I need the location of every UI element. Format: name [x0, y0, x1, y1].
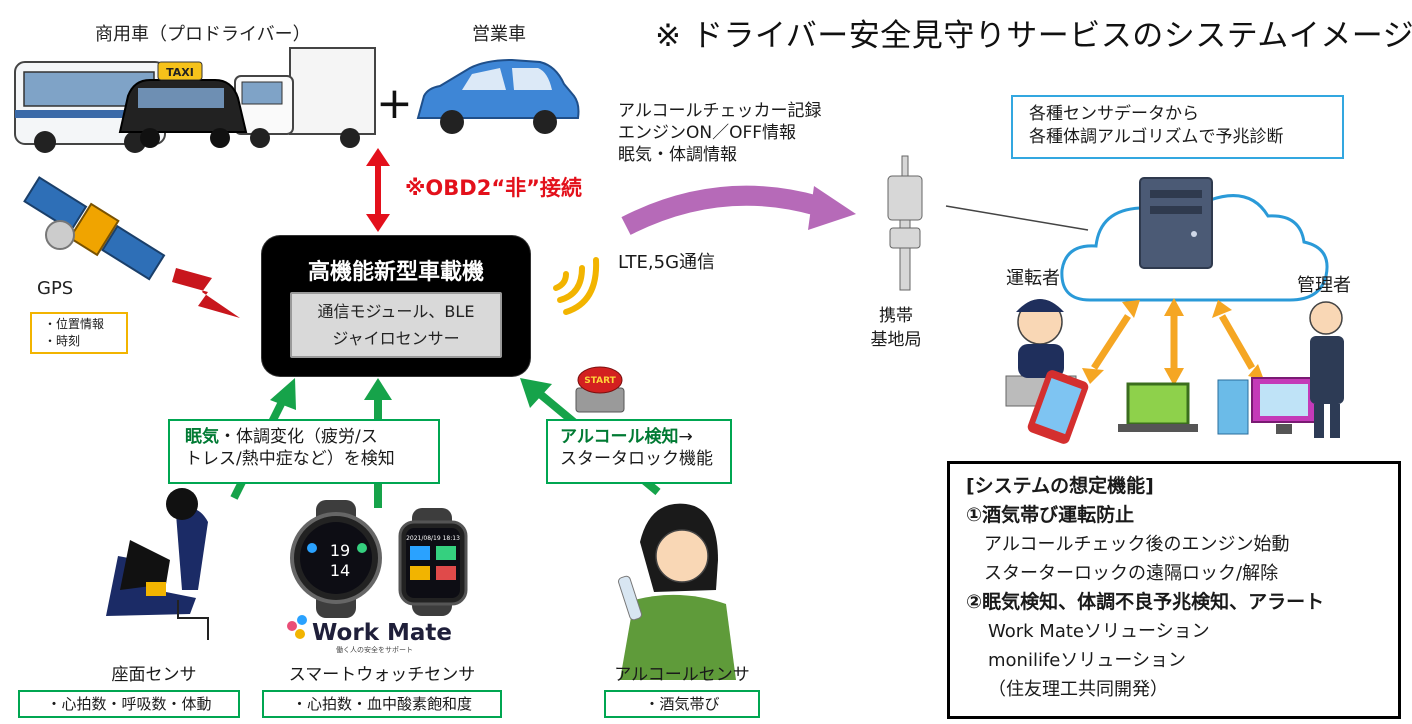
features-section2-item2: monilifeソリューション [988, 650, 1187, 671]
transmitted-data-list: アルコールチェッカー記録 エンジンON／OFF情報 眠気・体調情報 [618, 100, 822, 166]
watch-left-bottom-text: 14 [330, 561, 350, 580]
network-label: LTE,5G通信 [618, 252, 716, 273]
alcohol-sensor-detail: ・酒気帯び [604, 690, 760, 718]
page-title: ※ ドライバー安全見守りサービスのシステムイメージ [655, 18, 1412, 54]
cloud-analysis-box: 各種センサデータから 各種体調アルゴリズムで予兆診断 [1011, 95, 1344, 159]
alcohol-text2: スタータロック機能 [560, 449, 713, 469]
start-button-text: START [584, 376, 616, 386]
square-smartwatch-illustration: 2021/08/19 18:13 [398, 508, 468, 616]
alcohol-keyword: アルコール検知 [560, 427, 679, 447]
workmate-logo-icon [287, 615, 307, 639]
seat-sensor-detail: ・心拍数・呼吸数・体動 [18, 690, 240, 718]
base-station-line2: 基地局 [870, 330, 922, 350]
base-station-line1: 携帯 [879, 306, 913, 326]
seat-sensor-illustration [106, 488, 209, 640]
drowsiness-detection-box: 眠気・体調変化（疲労/ス トレス/熱中症など）を検知 [168, 419, 440, 484]
commercial-vehicle-label: 商用車（プロドライバー） [95, 24, 311, 45]
cloud-analysis-line1: 各種センサデータから [1029, 104, 1199, 124]
device-title: 高機能新型車載機 [307, 260, 484, 285]
watch-left-top-text: 19 [330, 541, 350, 560]
in-vehicle-device: 高機能新型車載機 通信モジュール、BLE ジャイロセンサー [262, 236, 530, 376]
taxi-illustration: TAXI [118, 61, 248, 148]
watch-right-date-text: 2021/08/19 18:13 [406, 535, 460, 542]
transmitted-item-engine: エンジンON／OFF情報 [618, 123, 797, 143]
sales-vehicle-label: 営業車 [472, 24, 526, 45]
satellite-illustration [23, 176, 166, 281]
server-icon [1139, 177, 1213, 269]
round-smartwatch-illustration: 19 14 [290, 500, 382, 618]
admin-label: 管理者 [1297, 275, 1351, 296]
system-features-box: [システムの想定機能] ①酒気帯び運転防止 アルコールチェック後のエンジン始動 … [947, 461, 1401, 719]
features-section1-item1: アルコールチェック後のエンジン始動 [984, 534, 1290, 555]
data-upload-arrow [621, 185, 856, 235]
alcohol-sensor-label: アルコールセンサ [614, 665, 750, 685]
truck-illustration [234, 47, 376, 148]
workmate-brand: Work Mate [312, 620, 452, 646]
tablet-icon [1027, 370, 1089, 444]
gps-item-position: ・位置情報 [44, 317, 105, 331]
alcohol-test-person-illustration [618, 503, 736, 680]
transmitted-item-condition: 眠気・体調情報 [618, 145, 737, 165]
smartwatch-sensor-label: スマートウォッチセンサ [288, 665, 476, 685]
alcohol-arrow-text: → [678, 427, 693, 447]
desktop-computer-icon [1217, 377, 1317, 435]
cloud-analysis-line2: 各種体調アルゴリズムで予兆診断 [1029, 127, 1284, 147]
taxi-sign-text: TAXI [166, 66, 194, 79]
device-component-line2: ジャイロセンサー [332, 329, 460, 348]
device-component-line1: 通信モジュール、BLE [317, 302, 475, 321]
gps-label: GPS [37, 278, 74, 299]
features-section1: ①酒気帯び運転防止 [966, 504, 1135, 526]
features-section2: ②眠気検知、体調不良予兆検知、アラート [966, 591, 1325, 613]
gps-signal-bolt-icon [172, 268, 240, 318]
drowsiness-keyword: 眠気 [185, 427, 219, 447]
cloud-device-arrows [1082, 298, 1264, 386]
sales-car-illustration [416, 58, 580, 134]
drowsiness-text1: ・体調変化（疲労/ス [219, 427, 378, 447]
cloud-illustration [945, 190, 1329, 302]
wireless-signal-icon [553, 257, 600, 315]
gps-info-box: ・位置情報 ・時刻 [30, 312, 128, 354]
features-section1-item2: スターターロックの遠隔ロック/解除 [984, 563, 1279, 584]
laptop-icon [1118, 382, 1198, 432]
cell-tower-illustration [887, 155, 923, 291]
start-button-illustration: START [575, 366, 625, 413]
features-heading: [システムの想定機能] [966, 475, 1154, 497]
admin-illustration [1309, 301, 1344, 438]
alcohol-detection-box: アルコール検知→ スタータロック機能 [546, 419, 732, 484]
obd-not-connected-note: ※OBD2“非”接続 [405, 176, 582, 200]
plus-sign: + [376, 78, 413, 129]
transmitted-item-alcohol: アルコールチェッカー記録 [618, 101, 822, 121]
seat-sensor-label: 座面センサ [111, 665, 197, 685]
smartwatch-sensor-detail: ・心拍数・血中酸素飽和度 [262, 690, 502, 718]
features-section2-item1: Work Mateソリューション [988, 621, 1210, 642]
gps-item-time: ・時刻 [44, 334, 81, 348]
obd-double-arrow [366, 148, 390, 232]
base-station-label: 携帯 基地局 [866, 304, 926, 352]
drowsiness-text2: トレス/熱中症など）を検知 [185, 449, 395, 469]
features-section2-item3: （住友理工共同開発） [988, 679, 1168, 700]
workmate-tagline: 働く人の安全をサポート [336, 646, 413, 654]
device-components: 通信モジュール、BLE ジャイロセンサー [290, 292, 502, 358]
driver-label: 運転者 [1006, 268, 1060, 289]
